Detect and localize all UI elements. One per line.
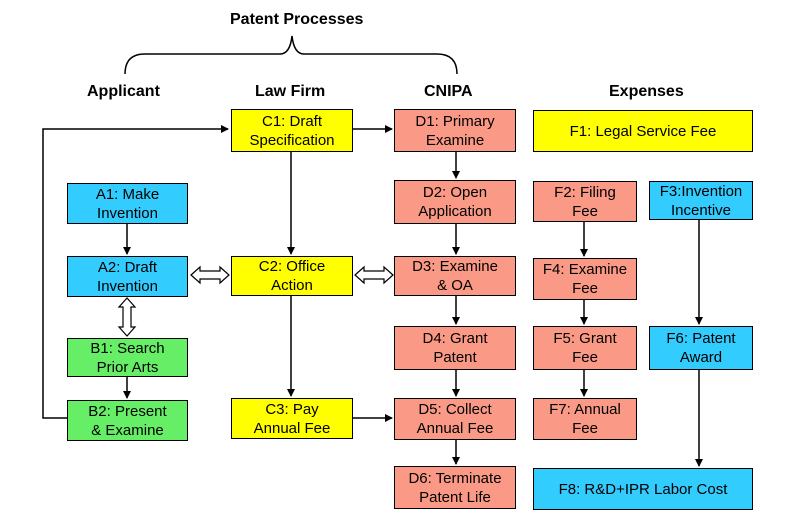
node-f6-label: F6: Patent Award: [666, 330, 736, 366]
node-f1-label: F1: Legal Service Fee: [569, 122, 717, 140]
node-d3-label: D3: Examine & OA: [412, 258, 498, 294]
column-header-cnipa: CNIPA: [424, 83, 473, 100]
node-d2-open-application: D2: Open Application: [394, 180, 516, 224]
node-d1-label: D1: Primary Examine: [415, 112, 495, 149]
node-d4-label: D4: Grant Patent: [422, 330, 488, 366]
double-arrow-a2-b1: [117, 297, 137, 337]
node-a1-label: A1: Make Invention: [95, 185, 160, 222]
node-f7-label: F7: Annual Fee: [549, 401, 621, 437]
node-f5-grant-fee: F5: Grant Fee: [533, 326, 637, 370]
node-c3-label: C3: Pay Annual Fee: [253, 400, 331, 437]
node-d3-examine-oa: D3: Examine & OA: [394, 256, 516, 296]
node-d6-terminate-patent-life: D6: Terminate Patent Life: [394, 466, 516, 509]
node-d1-primary-examine: D1: Primary Examine: [394, 109, 516, 152]
double-arrow-a2-c2: [190, 265, 230, 285]
node-f3-label: F3:Invention Incentive: [659, 182, 743, 219]
node-c1-label: C1: Draft Specification: [249, 112, 335, 149]
node-d5-collect-annual-fee: D5: Collect Annual Fee: [394, 398, 516, 440]
column-header-law-firm: Law Firm: [255, 83, 326, 100]
node-a2-label: A2: Draft Invention: [97, 258, 158, 295]
double-arrow-c2-d3: [354, 265, 394, 285]
node-c2-office-action: C2: Office Action: [231, 256, 353, 296]
node-f2-filing-fee: F2: Filing Fee: [533, 181, 637, 222]
node-f8-label: F8: R&D+IPR Labor Cost: [558, 480, 728, 498]
node-a2-draft-invention: A2: Draft Invention: [67, 256, 188, 297]
node-f2-label: F2: Filing Fee: [554, 183, 616, 220]
node-d2-label: D2: Open Application: [418, 184, 492, 220]
node-b2-present-examine: B2: Present & Examine: [67, 400, 188, 441]
node-f3-invention-incentive: F3:Invention Incentive: [649, 181, 753, 220]
arrow-b2-to-c1: [42, 125, 229, 419]
node-c3-pay-annual-fee: C3: Pay Annual Fee: [231, 398, 353, 439]
node-d5-label: D5: Collect Annual Fee: [416, 401, 494, 437]
node-f1-legal-service-fee: F1: Legal Service Fee: [533, 110, 753, 152]
node-b2-label: B2: Present & Examine: [88, 402, 167, 439]
node-c1-draft-specification: C1: Draft Specification: [231, 109, 353, 152]
node-c2-label: C2: Office Action: [258, 258, 326, 294]
node-f7-annual-fee: F7: Annual Fee: [533, 398, 637, 440]
node-f8-rd-ipr-labor-cost: F8: R&D+IPR Labor Cost: [533, 468, 753, 510]
node-b1-search-prior-arts: B1: Search Prior Arts: [67, 338, 188, 377]
node-f4-examine-fee: F4: Examine Fee: [533, 258, 637, 300]
column-header-applicant: Applicant: [87, 83, 160, 100]
node-f6-patent-award: F6: Patent Award: [649, 326, 753, 370]
diagram-title: Patent Processes: [230, 11, 364, 28]
top-brace: [124, 35, 458, 75]
column-header-expenses: Expenses: [609, 83, 684, 100]
node-d6-label: D6: Terminate Patent Life: [408, 469, 502, 506]
node-a1-make-invention: A1: Make Invention: [67, 183, 188, 224]
node-d4-grant-patent: D4: Grant Patent: [394, 326, 516, 370]
node-f5-label: F5: Grant Fee: [553, 330, 617, 366]
node-f4-label: F4: Examine Fee: [542, 261, 628, 297]
node-b1-label: B1: Search Prior Arts: [90, 339, 165, 376]
